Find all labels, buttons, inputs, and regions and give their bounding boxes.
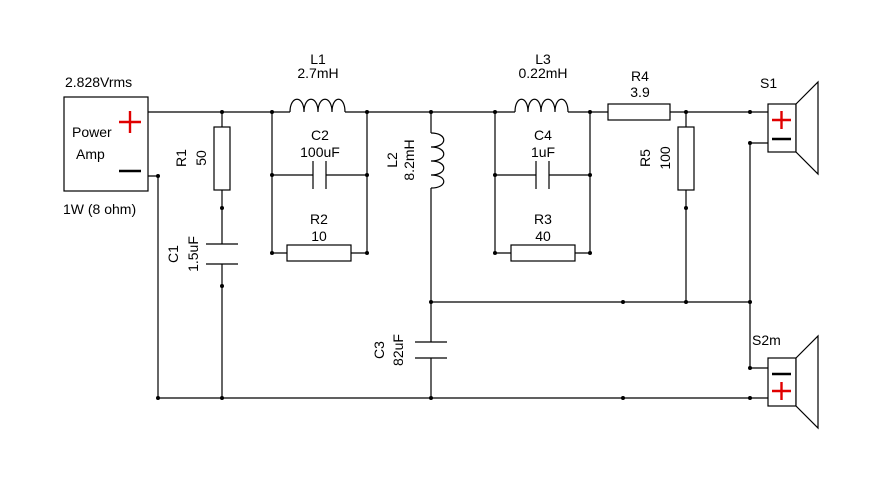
s1-plus-icon <box>772 111 791 129</box>
r5-value: 100 <box>657 146 673 170</box>
resistor-r5: R5 100 <box>637 126 695 191</box>
c4-value: 1uF <box>531 144 555 160</box>
speaker-s2: S2m <box>752 332 819 430</box>
r3-name: R3 <box>534 211 552 227</box>
r5-name: R5 <box>637 149 653 167</box>
speaker-s1: S1 <box>760 75 819 176</box>
c2-name: C2 <box>311 127 329 143</box>
inductor-l1: L1 2.7mH <box>289 51 346 113</box>
c2-value: 100uF <box>300 144 340 160</box>
amp-voltage-label: 2.828Vrms <box>65 74 132 90</box>
wires <box>148 111 768 399</box>
amp-label-line2: Amp <box>76 146 105 162</box>
resistor-r2: R2 10 <box>286 211 352 262</box>
capacitor-c1: C1 1.5uF <box>165 236 238 272</box>
resistor-r4: R4 3.9 <box>607 68 671 121</box>
r1-value: 50 <box>193 150 209 166</box>
inductor-l2: L2 8.2mH <box>384 132 445 189</box>
resistor-r1: R1 50 <box>173 126 231 191</box>
r4-value: 3.9 <box>630 84 650 100</box>
junctions <box>156 110 752 400</box>
inductor-l3: L3 0.22mH <box>514 51 569 113</box>
capacitor-c4: C4 1uF <box>531 127 555 189</box>
power-amp: 2.828Vrms Power Amp 1W (8 ohm) <box>63 74 149 217</box>
l3-value: 0.22mH <box>518 65 567 81</box>
amp-power-label: 1W (8 ohm) <box>63 201 136 217</box>
c1-name: C1 <box>165 245 181 263</box>
c3-value: 82uF <box>390 334 406 366</box>
l2-name: L2 <box>384 152 400 168</box>
amp-plus-icon <box>119 111 141 133</box>
l1-name: L1 <box>310 51 326 67</box>
s2-name: S2m <box>752 332 781 348</box>
s2-plus-icon <box>772 382 791 400</box>
l2-value: 8.2mH <box>401 139 417 180</box>
r2-name: R2 <box>310 211 328 227</box>
capacitor-c3: C3 82uF <box>371 334 447 366</box>
capacitor-c2: C2 100uF <box>300 127 340 189</box>
c3-name: C3 <box>371 341 387 359</box>
amp-label-line1: Power <box>72 124 112 140</box>
r3-value: 40 <box>535 228 551 244</box>
resistor-r3: R3 40 <box>510 211 576 262</box>
r2-value: 10 <box>311 228 327 244</box>
s1-name: S1 <box>760 75 777 91</box>
c1-value: 1.5uF <box>185 236 201 272</box>
r4-name: R4 <box>631 68 649 84</box>
l1-value: 2.7mH <box>297 65 338 81</box>
r1-name: R1 <box>173 149 189 167</box>
l3-name: L3 <box>535 51 551 67</box>
c4-name: C4 <box>534 127 552 143</box>
